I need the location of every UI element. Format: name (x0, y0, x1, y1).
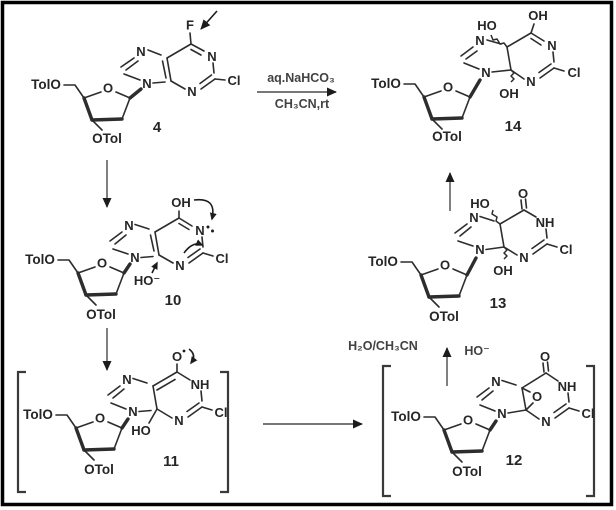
c12-o-bridge-label: O (532, 389, 542, 404)
c10-ring-o-label: O (97, 256, 107, 271)
c12-right-bracket (586, 364, 596, 498)
compound-4: TolO O OTol N N N N F Cl 4 (31, 10, 241, 146)
c11-nh-label: NH (191, 377, 210, 392)
c10-ring-curved-arrow (183, 239, 204, 254)
c14-oh-top-label: OH (528, 8, 548, 23)
c12-cl-label: Cl (582, 406, 595, 421)
c13-n3-label: N (519, 250, 528, 265)
c13-ho-top-label: HO (470, 196, 490, 211)
c13-otol-label: OTol (429, 309, 459, 324)
c4-skeleton (63, 32, 226, 131)
c12-nh-label: NH (558, 379, 577, 394)
compound-10-number: 10 (165, 292, 182, 309)
c12-o-top-label: O (540, 349, 550, 364)
c11-tolo-label: TolO (23, 407, 53, 422)
c13-nh-label: NH (536, 215, 555, 230)
compound-12-number: 12 (506, 452, 523, 469)
c4-otol-label: OTol (92, 131, 122, 146)
c13-skeleton (400, 198, 558, 308)
c10-skeleton (57, 210, 214, 306)
c14-n9-label: N (481, 65, 490, 80)
compound-11: TolO O OTol N N NH N O Cl HO 11 (16, 348, 230, 494)
compound-4-number: 4 (153, 119, 162, 136)
c11-o-curved-arrow (188, 348, 198, 365)
c14-cl-label: Cl (568, 65, 581, 80)
c14-oh-bottom-label: OH (499, 86, 519, 101)
c11-n7-label: N (122, 372, 131, 387)
c13-tolo-label: TolO (368, 254, 398, 269)
c12-skeleton (423, 361, 580, 463)
compound-12: TolO O OTol N N NH N O O Cl 12 (381, 349, 596, 498)
c10-oh-label: OH (171, 195, 191, 210)
c14-ring-o-label: O (443, 80, 453, 95)
c10-n9-label: N (130, 250, 139, 265)
compound-14: TolO O OTol N N N N HO OH OH Cl 14 (371, 8, 580, 144)
c10-n7-label: N (124, 218, 133, 233)
c4-n1-label: N (207, 49, 216, 64)
solvent-below-label: CH₃CN,rt (275, 97, 330, 111)
c13-n9-label: N (475, 242, 484, 257)
c11-cl-label: Cl (215, 405, 228, 420)
compound-10: TolO O OTol N N N N OH Cl HO⁻ 10 (25, 195, 228, 322)
c4-tolo-label: TolO (31, 77, 61, 92)
c10-oh-to-n1-curved-arrow (193, 198, 217, 221)
hydrolysis-reagent-label: H₂O/CH₃CN (348, 339, 418, 353)
c14-skeleton (403, 23, 565, 130)
compound-13-number: 13 (490, 295, 507, 312)
c11-right-bracket (220, 370, 230, 494)
c10-cl-label: Cl (216, 251, 229, 266)
c12-otol-label: OTol (452, 464, 482, 479)
compound-11-number: 11 (163, 453, 179, 470)
c12-ring-o-label: O (463, 413, 473, 428)
c13-ring-o-label: O (440, 258, 450, 273)
c14-n3-label: N (526, 74, 535, 89)
compound-14-number: 14 (505, 118, 522, 135)
c14-ho-top-label: HO (477, 18, 497, 33)
c4-cl-label: Cl (228, 73, 241, 88)
c4-n9-label: N (142, 76, 151, 91)
c11-o-charge-dot (182, 349, 186, 353)
c11-o-label: O (172, 349, 182, 364)
c11-n9-label: N (128, 404, 137, 419)
c12-n9-label: N (497, 406, 506, 421)
c13-o-top-label: O (518, 186, 528, 201)
c11-left-bracket (16, 370, 26, 494)
c13-oh-bottom-label: OH (493, 263, 513, 278)
c14-n7-label: N (475, 33, 484, 48)
c14-otol-label: OTol (432, 129, 462, 144)
c10-hydroxide-label: HO⁻ (134, 273, 160, 288)
c11-n3-label: N (174, 413, 183, 428)
c11-otol-label: OTol (84, 462, 114, 477)
c10-otol-label: OTol (86, 307, 116, 322)
arrow-12-to-13: H₂O/CH₃CN HO⁻ (348, 339, 490, 386)
c10-tolo-label: TolO (25, 252, 55, 267)
c10-n1-lone-pair-dots (206, 225, 210, 229)
c14-tolo-label: TolO (371, 76, 401, 91)
c11-ho-label: HO (131, 423, 151, 438)
c4-n3-label: N (187, 84, 196, 99)
reagent-above-label: aq.NaHCO₃ (267, 71, 335, 85)
c4-f-label: F (186, 18, 194, 33)
c4-n7-label: N (136, 44, 145, 59)
c12-left-bracket (381, 364, 391, 498)
c11-ring-o-label: O (95, 411, 105, 426)
c12-tolo-label: TolO (391, 409, 421, 424)
c13-n7-label: N (469, 210, 478, 225)
c10-n3-label: N (175, 258, 184, 273)
c12-n7-label: N (491, 374, 500, 389)
c10-hydroxide-attack-arrow (151, 261, 158, 274)
c14-n1-label: N (547, 38, 556, 53)
c11-skeleton (55, 363, 213, 461)
c10-n1-label: N (195, 223, 204, 238)
c12-n3-label: N (541, 414, 550, 429)
c4-f-pointer-arrow (200, 10, 218, 30)
c4-ring-o-label: O (103, 81, 113, 96)
compound-13: TolO O OTol N N NH N O HO OH Cl 13 (368, 186, 572, 324)
hydroxide-reagent-label: HO⁻ (464, 344, 489, 358)
reaction-arrow-4-to-14: aq.NaHCO₃ CH₃CN,rt (257, 71, 337, 111)
c13-cl-label: Cl (560, 242, 573, 257)
